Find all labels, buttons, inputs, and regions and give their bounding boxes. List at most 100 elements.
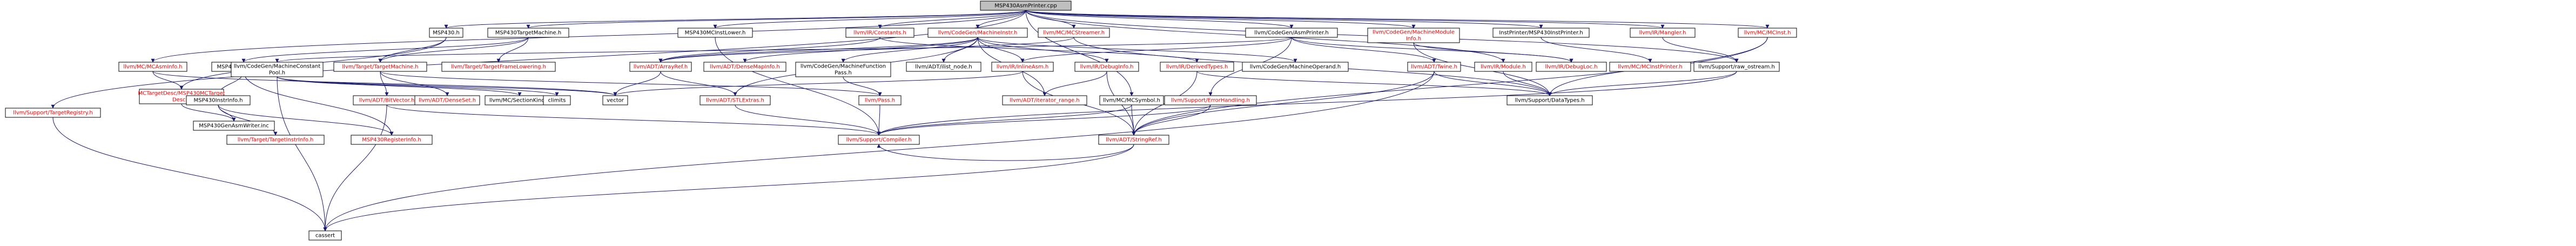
edge-irmodule-to-datatypes: [1503, 71, 1552, 96]
edge-msp430tm-to-targetmachine: [378, 37, 529, 63]
node-stlextras[interactable]: llvm/ADT/STLExtras.h: [700, 95, 771, 105]
node-box: [677, 28, 753, 38]
node-msp430h[interactable]: MSP430.h: [429, 28, 463, 38]
node-label: llvm/MC/MCInstPrinter.h: [1618, 64, 1682, 70]
node-stringref[interactable]: llvm/ADT/StringRef.h: [1098, 135, 1169, 145]
node-mcstreamer[interactable]: llvm/MC/MCStreamer.h: [1038, 28, 1110, 38]
node-asmprinter[interactable]: llvm/CodeGen/AsmPrinter.h: [1245, 28, 1338, 38]
node-label: llvm/ADT/Twine.h: [1411, 64, 1457, 70]
node-box: [351, 135, 433, 145]
node-box: [629, 62, 692, 72]
node-box: [414, 95, 480, 105]
node-machineinstr[interactable]: llvm/CodeGen/MachineInstr.h: [927, 28, 1028, 38]
node-box: [1242, 62, 1349, 72]
node-box: [1693, 62, 1780, 72]
edge-mcp-to-climits: [277, 76, 559, 96]
edge-debuginfo-to-iteratorrange: [1042, 71, 1107, 96]
node-label: llvm/ADT/ilist_node.h: [915, 64, 972, 70]
edge-mcp-to-sectionkind: [277, 76, 522, 96]
node-targetinstrinfo[interactable]: llvm/Target/TargetInstrInfo.h: [226, 135, 325, 145]
node-label: llvm/IR/DebugInfo.h: [1080, 64, 1133, 70]
node-label: llvm/Pass.h: [865, 98, 895, 104]
node-mcinst[interactable]: llvm/MC/MCInst.h: [1738, 28, 1797, 38]
node-irmangler[interactable]: llvm/IR/Mangler.h: [1630, 28, 1696, 38]
node-tfl[interactable]: llvm/Target/TargetFrameLowering.h: [441, 62, 556, 72]
edge-targetmachine-to-densesetmi: [380, 71, 449, 96]
edge-arrayref-to-vector: [613, 71, 661, 96]
edge-msp430h-to-targetmachine: [378, 37, 447, 63]
node-root[interactable]: MSP430AsmPrinter.cpp: [980, 1, 1072, 11]
node-instrinfo[interactable]: MSP430InstrInfo.h: [186, 95, 251, 105]
node-inlineasm[interactable]: llvm/IR/InlineAsm.h: [991, 62, 1054, 72]
edge-machineinstr-to-arrayref: [658, 37, 978, 63]
node-box: [858, 95, 902, 105]
node-mcsymbol[interactable]: llvm/MC/MCSymbol.h: [1099, 95, 1164, 105]
node-label: climits: [548, 98, 566, 104]
node-ilistnode[interactable]: llvm/ADT/ilist_node.h: [906, 62, 981, 72]
node-adtbitset[interactable]: llvm/ADT/BitVector.h: [353, 95, 421, 105]
node-registerinfo[interactable]: MSP430RegisterInfo.h: [351, 135, 433, 145]
edge-instprinter-to-mcinstprinter: [1541, 37, 1652, 63]
node-label: InstPrinter/MSP430InstPrinter.h: [1499, 30, 1583, 36]
node-instprinter[interactable]: InstPrinter/MSP430InstPrinter.h: [1492, 28, 1590, 38]
edge-adtbitset-to-cassert: [323, 104, 387, 231]
node-box: [1609, 62, 1691, 72]
node-machineoperand[interactable]: llvm/CodeGen/MachineOperand.h: [1242, 62, 1349, 72]
node-label: Info.h: [1406, 36, 1421, 42]
node-arrayref[interactable]: llvm/ADT/ArrayRef.h: [629, 62, 692, 72]
node-label: llvm/CodeGen/MachineModule: [1373, 30, 1455, 36]
node-densemapinfo[interactable]: llvm/ADT/DenseMapInfo.h: [703, 62, 786, 72]
edge-root-to-msp430h: [444, 10, 1026, 29]
node-label: llvm/MC/MCInst.h: [1744, 30, 1791, 36]
node-label: MSP430GenAsmWriter.inc: [199, 123, 269, 129]
node-pass[interactable]: llvm/Pass.h: [858, 95, 902, 105]
node-derivedtypes[interactable]: llvm/IR/DerivedTypes.h: [1160, 62, 1234, 72]
edge-targetregistry-to-cassert: [52, 117, 327, 231]
node-box: [906, 62, 981, 72]
node-label: llvm/CodeGen/MachineOperand.h: [1250, 64, 1341, 70]
node-debuginfo[interactable]: llvm/IR/DebugInfo.h: [1074, 62, 1139, 72]
node-box: [1099, 95, 1164, 105]
node-irmodule[interactable]: llvm/IR/Module.h: [1474, 62, 1532, 72]
node-box: [1038, 28, 1110, 38]
node-irdebugloc[interactable]: llvm/IR/DebugLoc.h: [1536, 62, 1607, 72]
node-label: llvm/Support/ErrorHandling.h: [1171, 98, 1250, 104]
node-box: [118, 62, 187, 72]
node-label: llvm/ADT/StringRef.h: [1106, 137, 1161, 143]
node-mcinstprinter[interactable]: llvm/MC/MCInstPrinter.h: [1609, 62, 1691, 72]
node-errorhandling[interactable]: llvm/Support/ErrorHandling.h: [1164, 95, 1257, 105]
node-mcasminfo[interactable]: llvm/MC/MCAsmInfo.h: [118, 62, 187, 72]
node-box: [429, 28, 463, 38]
node-label: llvm/Support/TargetRegistry.h: [13, 110, 92, 116]
node-box: [1492, 28, 1590, 38]
node-label: Pass.h: [835, 70, 852, 76]
edge-asmprinter-to-inlineasm: [1020, 37, 1292, 63]
node-densesetmi[interactable]: llvm/ADT/DenseSet.h: [414, 95, 480, 105]
node-box: [333, 62, 427, 72]
node-twine[interactable]: llvm/ADT/Twine.h: [1407, 62, 1461, 72]
edge-machineinstr-to-mfp: [841, 37, 978, 63]
node-box: [703, 62, 786, 72]
node-box: [1407, 62, 1461, 72]
node-targetregistry[interactable]: llvm/Support/TargetRegistry.h: [5, 108, 101, 118]
node-rawostream[interactable]: llvm/Support/raw_ostream.h: [1693, 62, 1780, 72]
node-iteratorrange[interactable]: llvm/ADT/iterator_range.h: [1002, 95, 1087, 105]
node-datatypes[interactable]: llvm/Support/DataTypes.h: [1506, 95, 1593, 105]
node-box: [1098, 135, 1169, 145]
node-mcinstlower[interactable]: MSP430MCInstLower.h: [677, 28, 753, 38]
node-irconstants[interactable]: llvm/IR/Constants.h: [845, 28, 914, 38]
node-label: llvm/CodeGen/MachineInstr.h: [938, 30, 1018, 36]
node-targetmachine[interactable]: llvm/Target/TargetMachine.h: [333, 62, 427, 72]
node-label: MSP430AsmPrinter.cpp: [994, 3, 1057, 9]
node-label: llvm/MC/MCStreamer.h: [1043, 30, 1105, 36]
node-compiler[interactable]: llvm/Support/Compiler.h: [838, 135, 920, 145]
node-label: MSP430InstrInfo.h: [194, 98, 243, 104]
edge-machineinstr-to-debuginfo: [977, 37, 1109, 63]
edge-mcp-to-cassert: [277, 76, 327, 231]
node-msp430tm[interactable]: MSP430TargetMachine.h: [487, 28, 569, 38]
node-label: llvm/Support/Compiler.h: [846, 137, 911, 143]
